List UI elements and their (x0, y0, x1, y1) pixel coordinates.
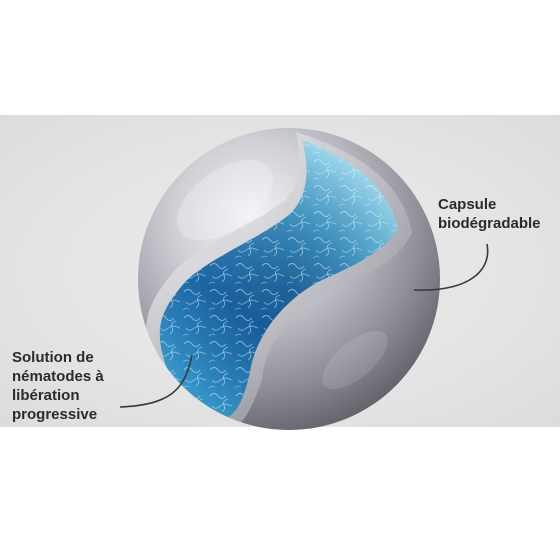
solution-leader-line (119, 354, 193, 408)
nematodes-texture (159, 140, 398, 418)
capsule-leader-line (413, 243, 489, 291)
capsule-label: Capsule biodégradable (438, 196, 541, 232)
solution-label: Solution de nématodes à libération progr… (12, 349, 104, 423)
